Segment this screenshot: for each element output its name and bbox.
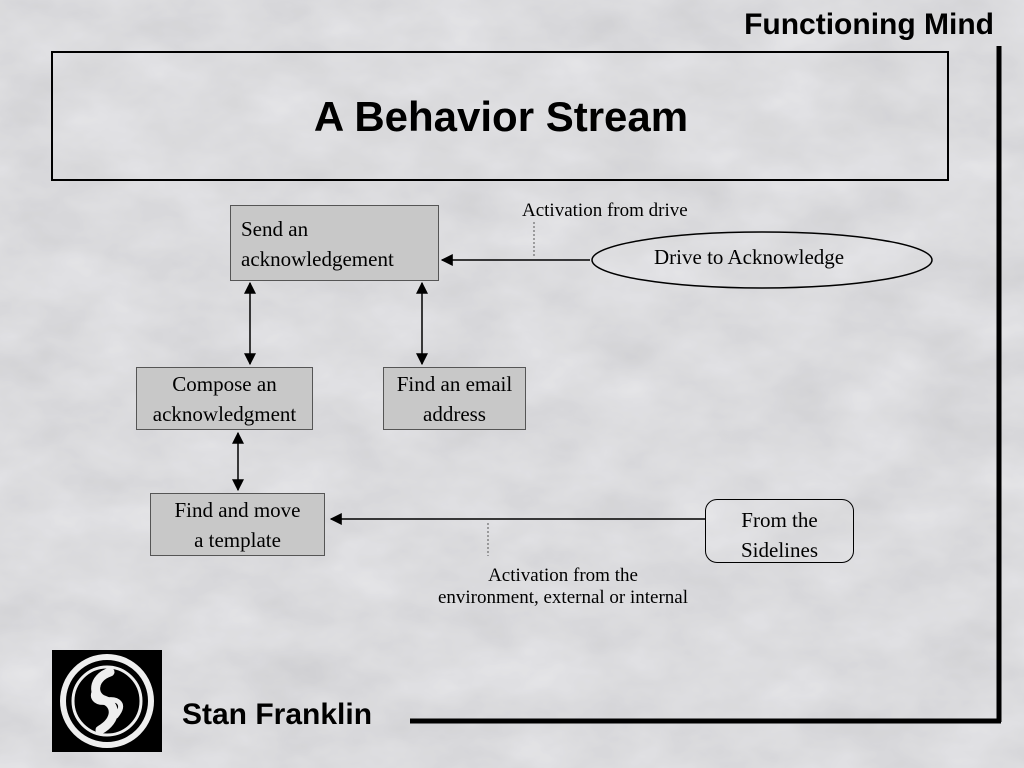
title-box: A Behavior Stream [51, 51, 949, 181]
node-find-email: Find an email address [383, 367, 526, 430]
logo-mark-icon [60, 654, 154, 748]
sidelines-line2: Sidelines [741, 538, 818, 562]
node-compose-line1: Compose an [172, 372, 277, 396]
label-activation-env: Activation from the environment, externa… [413, 565, 713, 609]
drive-ellipse [591, 231, 933, 289]
node-send-line2: acknowledgement [241, 247, 394, 271]
node-compose-acknowledgment: Compose an acknowledgment [136, 367, 313, 430]
node-compose-line2: acknowledgment [152, 402, 297, 426]
drive-label: Drive to Acknowledge [654, 245, 845, 269]
sidelines-line1: From the [741, 508, 818, 532]
node-email-line2: address [423, 402, 486, 426]
logo [52, 650, 162, 752]
node-from-sidelines: From the Sidelines [705, 499, 854, 563]
slide-title: A Behavior Stream [313, 93, 689, 140]
node-template-line1: Find and move [174, 498, 301, 522]
header-title: Functioning Mind [744, 8, 994, 41]
node-send-line1: Send an [241, 217, 309, 241]
label-activation-env-line2: environment, external or internal [437, 587, 689, 608]
label-activation-env-line1: Activation from the [488, 565, 638, 586]
node-email-line1: Find an email [396, 372, 513, 396]
footer-author: Stan Franklin [182, 698, 373, 731]
node-template-line2: a template [194, 528, 281, 552]
node-find-template: Find and move a template [150, 493, 325, 556]
label-activation-drive: Activation from drive [522, 200, 688, 221]
node-send-acknowledgement: Send an acknowledgement [230, 205, 439, 281]
